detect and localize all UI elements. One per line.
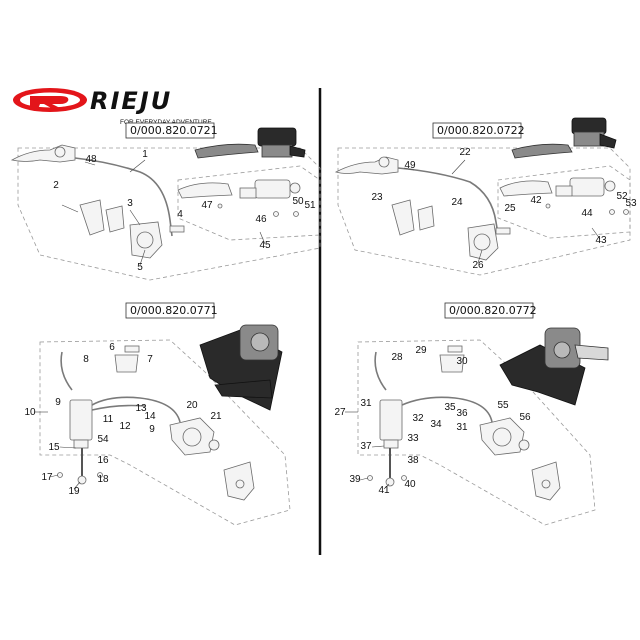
part-callout: 48	[85, 154, 97, 165]
part-callout: 8	[83, 354, 89, 365]
part-callout: 50	[292, 196, 304, 207]
part-callout: 23	[371, 192, 383, 203]
part-callout: 35	[444, 402, 456, 413]
part-callout: 56	[519, 412, 531, 423]
part-callout: 52	[616, 191, 628, 202]
panel-4-code: 0/000.820.0772	[449, 304, 537, 317]
part-callout: 11	[103, 414, 114, 425]
brand-wordmark: RIEJU	[90, 87, 172, 115]
part-callout: 51	[304, 200, 316, 211]
rieju-emblem-icon	[13, 88, 87, 112]
part-callout: 12	[119, 421, 131, 432]
part-callout: 24	[451, 197, 463, 208]
part-callout: 3	[127, 198, 133, 209]
part-callout: 10	[24, 407, 36, 418]
part-callout: 55	[497, 400, 509, 411]
part-callout: 46	[255, 214, 267, 225]
part-callout: 17	[41, 472, 53, 483]
part-callout: 21	[210, 411, 222, 422]
code-box-panel-1: 0/000.820.0721	[125, 122, 218, 139]
part-callout: 31	[456, 422, 468, 433]
part-callout: 32	[412, 413, 424, 424]
part-callout: 14	[144, 411, 156, 422]
part-callout: 1	[142, 149, 148, 160]
part-callout: 7	[147, 354, 153, 365]
panel-1-drawing	[10, 127, 321, 281]
part-callout: 20	[186, 400, 198, 411]
brand-tagline: FOR EVERYDAY ADVENTURE	[120, 119, 212, 126]
part-callout: 45	[259, 240, 271, 251]
panel-4-drawing	[345, 327, 609, 526]
part-callout: 34	[430, 419, 442, 430]
part-callout: 6	[109, 342, 115, 353]
rieju-logo: RIEJU FOR EVERYDAY ADVENTURE	[13, 87, 212, 126]
part-callout: 9	[149, 424, 155, 435]
part-callout: 18	[97, 474, 109, 485]
part-callout: 19	[68, 486, 80, 497]
part-callout: 40	[404, 479, 416, 490]
part-callout: 9	[55, 397, 61, 408]
panel-2-drawing	[334, 117, 631, 276]
panel-1-code: 0/000.820.0721	[130, 124, 218, 137]
part-callout: 43	[595, 235, 607, 246]
part-callout: 2	[53, 180, 59, 191]
part-callout: 26	[472, 260, 484, 271]
part-callout: 15	[48, 442, 60, 453]
part-callout: 42	[530, 195, 542, 206]
part-callout: 27	[334, 407, 346, 418]
part-callout: 44	[581, 208, 593, 219]
front-master-cylinder-photo	[194, 127, 306, 159]
code-box-panel-4: 0/000.820.0772	[444, 302, 537, 319]
part-callout: 47	[201, 200, 213, 211]
part-callout: 37	[360, 441, 372, 452]
part-callout: 38	[407, 455, 419, 466]
part-callout: 28	[391, 352, 403, 363]
part-callout: 53	[625, 198, 637, 209]
part-callout: 13	[135, 403, 147, 414]
part-callout: 54	[97, 434, 109, 445]
part-callout: 33	[407, 433, 419, 444]
part-callout: 4	[177, 209, 183, 220]
rear-caliper-photo-2	[499, 327, 609, 406]
part-callout: 30	[456, 356, 468, 367]
part-callout: 39	[349, 474, 361, 485]
part-callout: 22	[459, 147, 471, 158]
code-box-panel-2: 0/000.820.0722	[432, 122, 525, 139]
part-callout: 5	[137, 262, 143, 273]
part-callout: 25	[504, 203, 516, 214]
panel-3-code: 0/000.820.0771	[130, 304, 218, 317]
code-box-panel-3: 0/000.820.0771	[125, 302, 218, 319]
part-callout: 29	[415, 345, 427, 356]
part-callout: 16	[97, 455, 109, 466]
part-callout: 49	[404, 160, 416, 171]
panel-2-code: 0/000.820.0722	[437, 124, 525, 137]
part-callout: 36	[456, 408, 468, 419]
rear-caliper-photo	[199, 324, 283, 411]
front-master-cylinder-photo-2	[511, 117, 617, 159]
part-callout: 31	[360, 398, 372, 409]
panel-3-drawing	[34, 324, 291, 526]
part-callout: 41	[378, 485, 390, 496]
